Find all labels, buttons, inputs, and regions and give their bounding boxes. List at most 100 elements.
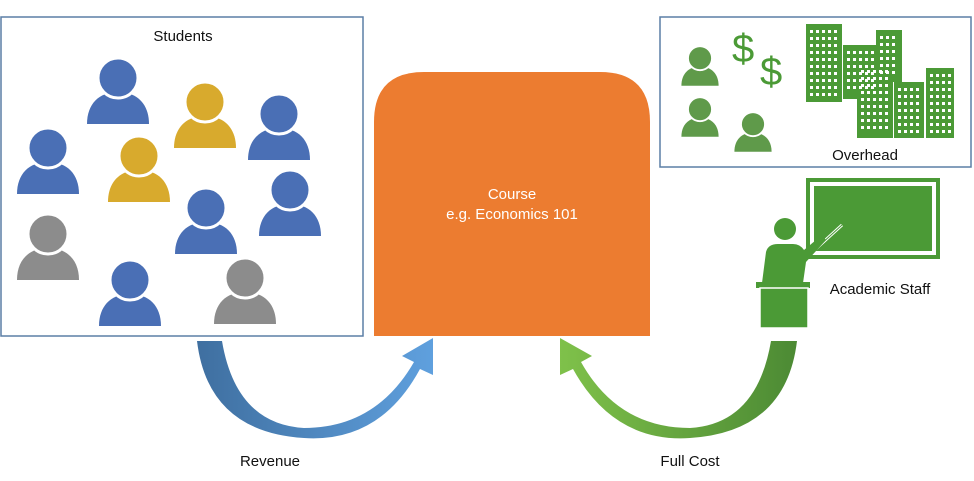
- academic-staff-label: Academic Staff: [830, 281, 931, 298]
- building-window: [847, 51, 850, 54]
- building-window: [916, 95, 919, 98]
- building-window: [865, 51, 868, 54]
- building-window: [873, 105, 876, 108]
- building-window: [859, 72, 862, 75]
- building-window: [828, 51, 831, 54]
- building-window: [834, 37, 837, 40]
- building-window: [930, 95, 933, 98]
- building-window: [816, 86, 819, 89]
- building-window: [930, 130, 933, 133]
- revenue-label: Revenue: [240, 453, 300, 470]
- building-window: [810, 30, 813, 33]
- building-window: [916, 123, 919, 126]
- building-window: [936, 74, 939, 77]
- building-window: [859, 51, 862, 54]
- building-window: [885, 84, 888, 87]
- building-window: [873, 126, 876, 129]
- students-title: Students: [153, 28, 212, 45]
- building-window: [828, 72, 831, 75]
- building-window: [885, 98, 888, 101]
- dollar-icon: $: [760, 50, 782, 94]
- building-window: [892, 71, 895, 74]
- building-window: [942, 109, 945, 112]
- building-window: [936, 88, 939, 91]
- building-window: [879, 84, 882, 87]
- building-window: [936, 102, 939, 105]
- building-window: [810, 37, 813, 40]
- building-window: [879, 98, 882, 101]
- building-window: [942, 116, 945, 119]
- building-window: [942, 130, 945, 133]
- building-window: [834, 79, 837, 82]
- building-window: [910, 116, 913, 119]
- building-window: [886, 50, 889, 53]
- building-window: [885, 112, 888, 115]
- building-window: [867, 98, 870, 101]
- building-window: [810, 51, 813, 54]
- building-window: [930, 116, 933, 119]
- building-window: [853, 86, 856, 89]
- building-window: [916, 109, 919, 112]
- building-window: [892, 43, 895, 46]
- building-window: [867, 112, 870, 115]
- building-window: [880, 36, 883, 39]
- building-window: [885, 119, 888, 122]
- building-window: [879, 126, 882, 129]
- overhead-title: Overhead: [832, 147, 898, 164]
- building-window: [879, 77, 882, 80]
- building-window: [822, 86, 825, 89]
- building-window: [886, 43, 889, 46]
- building-window: [871, 51, 874, 54]
- building-window: [948, 116, 951, 119]
- building-window: [885, 70, 888, 73]
- building-window: [904, 123, 907, 126]
- building-window: [910, 109, 913, 112]
- building-window: [948, 130, 951, 133]
- building-window: [871, 65, 874, 68]
- building-window: [816, 58, 819, 61]
- dollar-icon: $: [732, 27, 754, 71]
- building-window: [930, 123, 933, 126]
- building-window: [880, 50, 883, 53]
- building-window: [873, 91, 876, 94]
- building-window: [861, 84, 864, 87]
- building-window: [885, 77, 888, 80]
- building-window: [847, 58, 850, 61]
- building-window: [865, 65, 868, 68]
- building-window: [904, 95, 907, 98]
- building-window: [942, 102, 945, 105]
- building-window: [886, 36, 889, 39]
- building-window: [930, 81, 933, 84]
- building-window: [898, 116, 901, 119]
- building-window: [828, 93, 831, 96]
- course-block: Course e.g. Economics 101: [374, 72, 650, 336]
- building-window: [822, 58, 825, 61]
- building-window: [834, 65, 837, 68]
- building-window: [828, 86, 831, 89]
- building-window: [859, 65, 862, 68]
- building-window: [936, 109, 939, 112]
- building-window: [834, 72, 837, 75]
- building-window: [948, 123, 951, 126]
- building-window: [861, 105, 864, 108]
- building-window: [859, 86, 862, 89]
- students-panel: Students: [0, 16, 364, 337]
- building-window: [816, 79, 819, 82]
- building-window: [936, 123, 939, 126]
- course-title: Course: [488, 186, 536, 203]
- building-windows: [810, 30, 951, 133]
- building-window: [871, 58, 874, 61]
- building-window: [880, 64, 883, 67]
- building-window: [873, 77, 876, 80]
- revenue-arrow: Revenue: [197, 338, 433, 470]
- building-window: [916, 102, 919, 105]
- building-window: [948, 74, 951, 77]
- building-window: [904, 109, 907, 112]
- building-window: [828, 79, 831, 82]
- building-window: [904, 88, 907, 91]
- building-window: [892, 36, 895, 39]
- building-window: [853, 72, 856, 75]
- building-window: [853, 51, 856, 54]
- building-window: [942, 95, 945, 98]
